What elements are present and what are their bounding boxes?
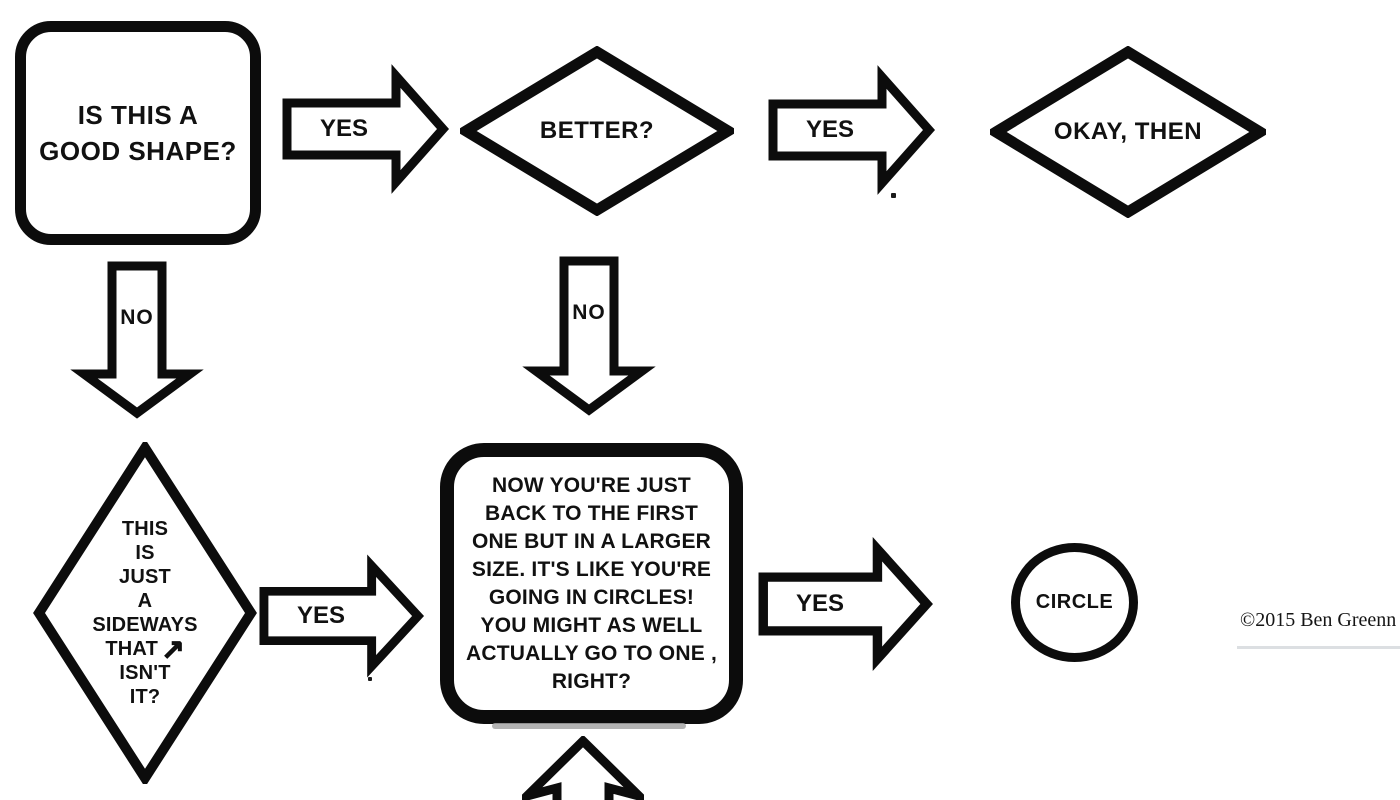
node-note-label: NOW YOU'RE JUST BACK TO THE FIRST ONE BU… [466, 473, 717, 693]
right-block-arrow-icon [259, 554, 425, 678]
diamond-icon [990, 46, 1266, 218]
ink-dot [891, 193, 896, 198]
sideways-label-top: THIS IS JUST A SIDEWAYS [92, 518, 198, 636]
sideways-label-that: THAT [105, 638, 158, 660]
diamond-icon [460, 46, 734, 216]
credit-text: ©2015 Ben Greenn [1240, 609, 1397, 631]
right-block-arrow-icon [758, 536, 933, 672]
arrow-yes-3: YES [259, 554, 425, 678]
arrow-no-1: NO [70, 261, 204, 419]
up-block-arrow-icon [522, 736, 644, 800]
sideways-label-bottom: ISN'T IT? [119, 662, 171, 708]
arrow-yes-1-label: YES [319, 115, 369, 142]
shadow-line [492, 723, 686, 729]
node-circle-label: CIRCLE [1035, 591, 1114, 613]
node-start-label: IS THIS A GOOD SHAPE? [39, 100, 237, 166]
right-block-arrow-icon [768, 65, 936, 195]
arrow-up-bottom [522, 736, 644, 800]
credit-underline [1237, 646, 1400, 649]
right-block-arrow-icon [282, 64, 450, 194]
node-note-square: NOW YOU'RE JUST BACK TO THE FIRST ONE BU… [440, 443, 743, 724]
node-better-label: BETTER? [539, 117, 655, 144]
arrow-yes-2-label: YES [805, 116, 855, 143]
ink-dot [368, 677, 372, 681]
down-block-arrow-icon [70, 261, 204, 419]
arrow-no-1-label: NO [120, 306, 154, 329]
down-block-arrow-icon [522, 256, 656, 416]
arrow-yes-2: YES [768, 65, 936, 195]
arrow-yes-4: YES [758, 536, 934, 672]
arrow-yes-3-label: YES [296, 602, 346, 629]
arrow-no-2-label: NO [572, 301, 606, 324]
node-sideways-label: THIS IS JUST A SIDEWAYS THAT↗ ISN'T IT? [33, 442, 257, 784]
node-okay-label: OKAY, THEN [1053, 118, 1203, 145]
node-start-square: IS THIS A GOOD SHAPE? [15, 21, 261, 245]
arrow-no-2: NO [522, 256, 656, 416]
arrow-yes-4-label: YES [795, 590, 845, 617]
tall-diamond-icon [33, 442, 257, 784]
node-circle: CIRCLE [1011, 543, 1138, 662]
arrow-yes-1: YES [282, 64, 450, 194]
node-better-diamond: BETTER? [460, 46, 734, 216]
node-okay-diamond: OKAY, THEN [990, 46, 1266, 218]
node-sideways-diamond: THIS IS JUST A SIDEWAYS THAT↗ ISN'T IT? [33, 442, 257, 784]
